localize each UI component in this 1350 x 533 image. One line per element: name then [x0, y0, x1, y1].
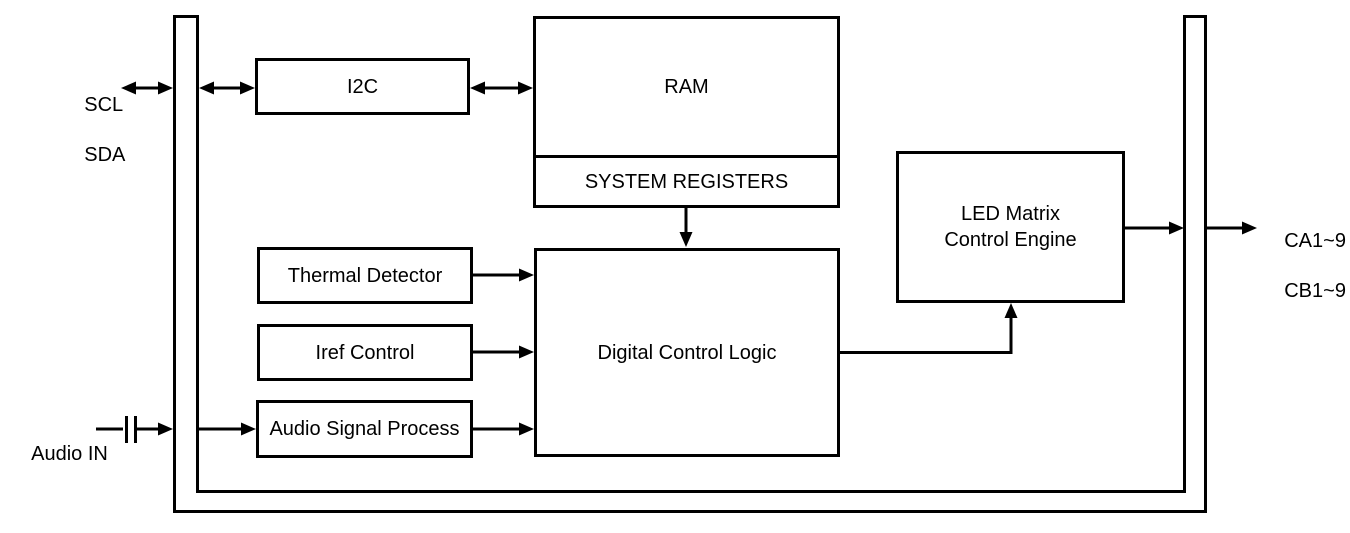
pin-label-scl-sda: SCL SDA	[62, 68, 125, 193]
block-led-matrix-control-engine-label: LED Matrix Control Engine	[944, 201, 1076, 253]
arrow-led-bus	[1125, 221, 1184, 235]
pin-label-ca: CA1~9	[1284, 230, 1346, 252]
pin-label-ca-cb: CA1~9 CB1~9	[1262, 204, 1346, 329]
arrow-thermal-dcl	[473, 268, 534, 282]
arrow-bus-i2c	[199, 81, 255, 95]
block-led-matrix-control-engine: LED Matrix Control Engine	[896, 151, 1125, 303]
block-ram-upper: RAM	[536, 19, 837, 155]
pin-label-audio-in-text: Audio IN	[31, 443, 108, 465]
io-bus-frame	[173, 15, 1207, 513]
block-system-registers-label: SYSTEM REGISTERS	[584, 170, 789, 193]
arrow-i2c-ram	[470, 81, 533, 95]
pin-label-audio-in: Audio IN	[10, 417, 108, 492]
led-matrix-label-line2: Control Engine	[944, 229, 1077, 251]
pin-label-sda: SDA	[84, 144, 126, 166]
arrow-audioin-bus	[96, 416, 173, 443]
block-iref-control: Iref Control	[257, 324, 473, 381]
block-audio-signal-process: Audio Signal Process	[256, 400, 473, 458]
block-thermal-detector-label: Thermal Detector	[287, 264, 443, 287]
arrow-bus-output	[1207, 221, 1257, 235]
pin-label-scl: SCL	[84, 94, 124, 116]
block-ram-label: RAM	[664, 76, 709, 98]
block-i2c: I2C	[255, 58, 470, 115]
led-matrix-label-line1: LED Matrix	[961, 203, 1060, 225]
block-iref-control-label: Iref Control	[315, 341, 415, 364]
block-audio-signal-process-label: Audio Signal Process	[269, 418, 460, 440]
arrow-bus-audiosp	[199, 422, 256, 436]
block-ram: RAM SYSTEM REGISTERS	[533, 16, 840, 208]
arrow-sysreg-dcl	[679, 208, 693, 247]
block-digital-control-logic: Digital Control Logic	[534, 248, 840, 457]
arrow-dcl-led	[840, 303, 1018, 354]
arrow-audio-dcl	[473, 422, 534, 436]
pin-label-cb: CB1~9	[1284, 280, 1346, 302]
block-thermal-detector: Thermal Detector	[257, 247, 473, 304]
block-digital-control-logic-label: Digital Control Logic	[597, 341, 777, 364]
block-system-registers: SYSTEM REGISTERS	[536, 155, 837, 205]
capacitor-icon	[125, 416, 137, 443]
arrow-scl-sda-bus	[121, 81, 173, 95]
block-i2c-label: I2C	[346, 75, 379, 98]
arrow-iref-dcl	[473, 345, 534, 359]
